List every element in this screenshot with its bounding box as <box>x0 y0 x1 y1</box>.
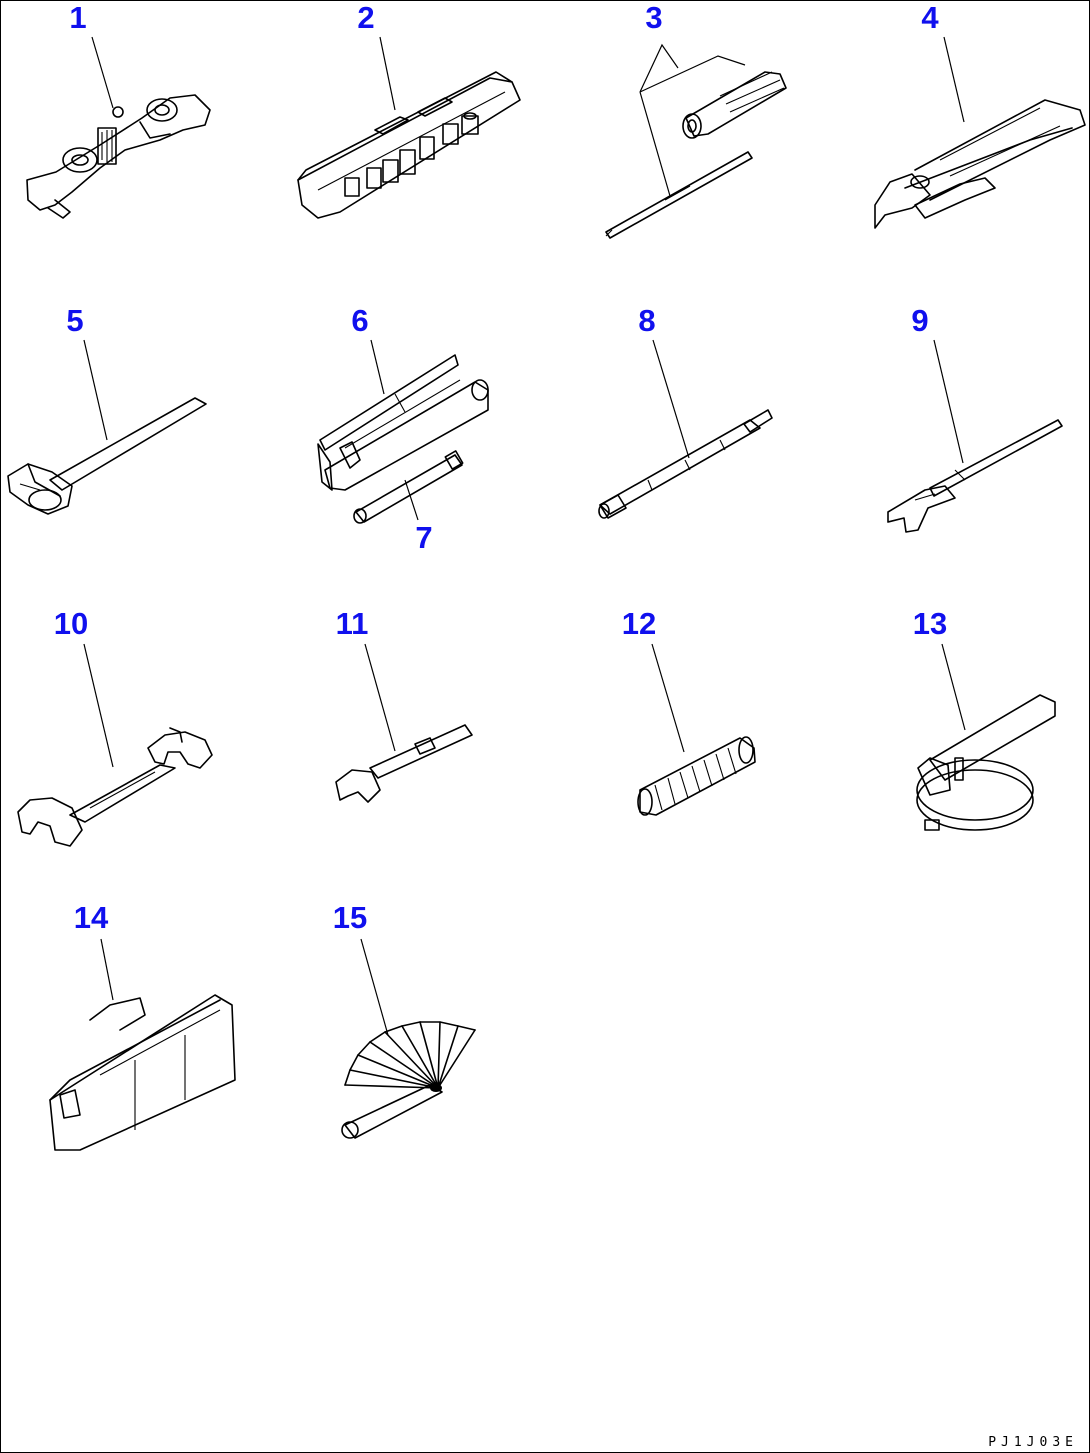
callout-7: 7 <box>415 520 433 555</box>
callout-3: 3 <box>645 0 663 35</box>
callout-15: 15 <box>332 900 368 935</box>
tool-14-tool-bag-illustration <box>49 994 236 1151</box>
tool-6-box-wrench-illustration <box>317 354 489 491</box>
callout-13: 13 <box>912 606 948 641</box>
tool-11-small-wrench-illustration <box>335 724 473 803</box>
callout-11: 11 <box>335 606 369 641</box>
callout-4: 4 <box>921 0 939 35</box>
tool-10-open-end-wrench-illustration <box>17 727 213 847</box>
tool-1-wrench-illustration <box>26 94 211 219</box>
tool-3-screwdriver-illustration <box>605 71 787 239</box>
tool-13-filter-wrench-illustration <box>916 694 1056 831</box>
tool-4-pliers-illustration <box>874 99 1086 229</box>
callout-8: 8 <box>638 303 656 338</box>
callout-2: 2 <box>357 0 375 35</box>
tool-7-handle-bar-illustration <box>353 450 464 524</box>
tool-15-feeler-gauge-illustration <box>341 1021 476 1139</box>
drawing-code: PJ1J03E <box>988 1435 1078 1450</box>
callout-5: 5 <box>66 303 84 338</box>
callout-14: 14 <box>73 900 109 935</box>
tool-12-coil-illustration <box>637 736 756 816</box>
callout-10: 10 <box>53 606 89 641</box>
tool-8-extension-bar-illustration <box>598 409 773 519</box>
callout-1: 1 <box>69 0 87 35</box>
callout-6: 6 <box>351 303 369 338</box>
callout-12: 12 <box>621 606 657 641</box>
leader-lines <box>83 36 966 1036</box>
tool-9-pry-bar-illustration <box>887 419 1063 533</box>
tool-5-hammer-illustration <box>7 397 207 515</box>
tool-2-socket-set-illustration <box>297 71 521 219</box>
callout-9: 9 <box>911 303 929 338</box>
